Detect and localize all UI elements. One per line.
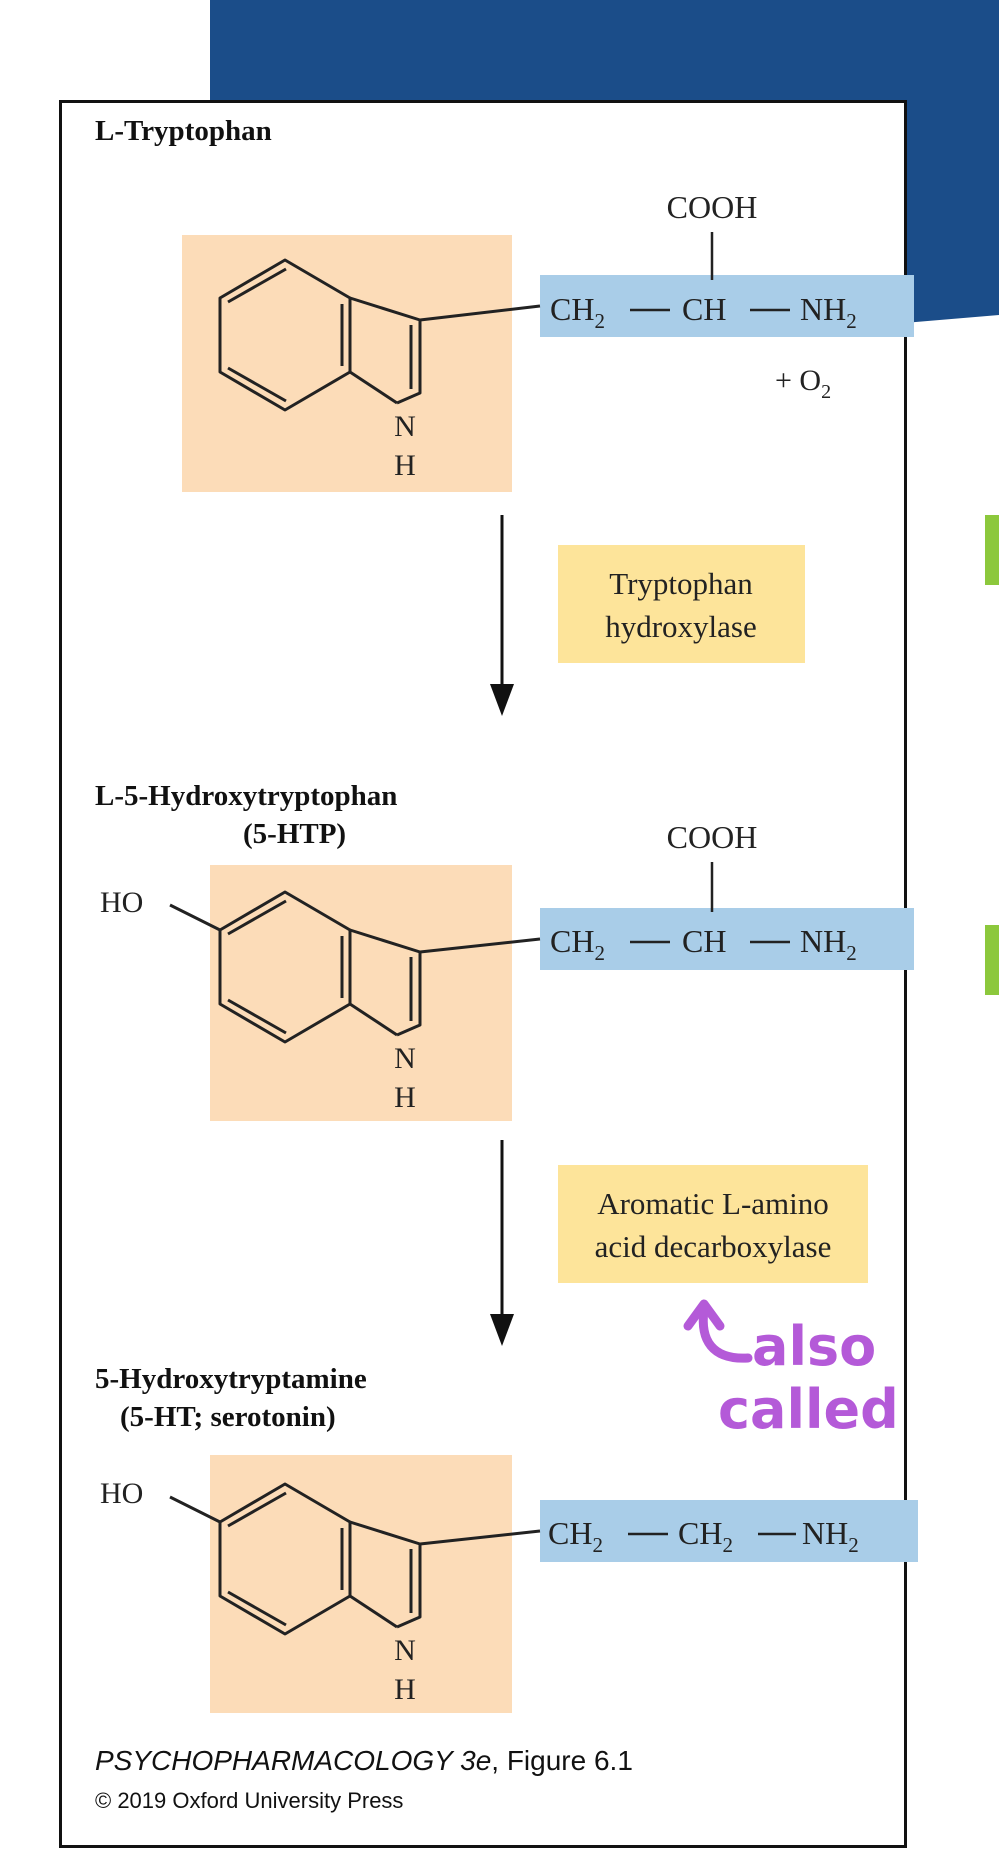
compound-name: L-Tryptophan [95,115,272,147]
chain-atom: NH2 [800,923,857,965]
enzyme-box [558,1165,868,1283]
caption-copyright: © 2019 Oxford University Press [95,1788,403,1813]
indole-ring [169,1482,541,1636]
compound-name: 5-Hydroxytryptamine [95,1363,367,1395]
reaction-arrow-1 [490,515,514,716]
enzyme-box [558,545,805,663]
enzyme-line-2: hydroxylase [605,609,757,644]
enzyme-aromatic-decarboxylase: Aromatic L-amino acid decarboxylase [558,1165,868,1283]
annotation-line-1: also [752,1315,876,1378]
ring-h-label: H [394,449,416,482]
slide-blue-banner [210,0,999,325]
enzyme-line-2: acid decarboxylase [595,1229,832,1264]
ring-n-label: N [394,1042,416,1075]
side-chain: CH2 CH2 NH2 [548,1515,859,1557]
enzyme-tryptophan-hydroxylase: Tryptophan hydroxylase [558,545,805,663]
side-chain: CH2 CH NH2 [550,923,857,965]
compound-abbrev: (5-HT; serotonin) [120,1401,336,1433]
chain-atom: NH2 [800,291,857,333]
compound-tryptophan: L-Tryptophan N H COOH CH2 CH NH2 + O2 [95,115,914,492]
figure-caption: PSYCHOPHARMACOLOGY 3e, Figure 6.1 © 2019… [95,1745,633,1813]
compound-5-htp: L-5-Hydroxytryptophan (5-HTP) HO N H COO… [95,780,914,1121]
compound-abbrev: (5-HTP) [243,818,346,850]
chain-box [540,275,914,337]
enzyme-line-1: Tryptophan [609,566,753,601]
indole-ring [218,258,541,412]
ring-h-label: H [394,1081,416,1114]
slide-green-bullet-2 [985,925,999,995]
ring-box [182,235,512,492]
caption-title: PSYCHOPHARMACOLOGY 3e, Figure 6.1 [95,1745,633,1776]
ring-n-label: N [394,410,416,443]
chain-atom: NH2 [802,1515,859,1557]
annotation-line-2: called [718,1378,899,1441]
substituent-ho: HO [100,886,143,919]
slide-green-bullet-1 [985,515,999,585]
ring-h-label: H [394,1673,416,1706]
indole-ring [169,890,541,1044]
slide-left-strip [0,0,210,100]
ring-box [210,1455,512,1713]
chain-atom: CH2 [678,1515,733,1557]
substituent-ho: HO [100,1477,143,1510]
handwritten-annotation: also called [683,1299,899,1441]
chain-atom: CH [682,923,726,959]
chain-atom: CH2 [548,1515,603,1557]
top-group-cooh: COOH [667,189,758,225]
chain-box [540,1500,918,1562]
chain-box [540,908,914,970]
reaction-arrow-2 [490,1140,514,1346]
enzyme-line-1: Aromatic L-amino [597,1186,829,1221]
ring-n-label: N [394,1634,416,1667]
chain-atom: CH2 [550,923,605,965]
side-chain: CH2 CH NH2 [550,291,857,333]
chain-atom: CH [682,291,726,327]
compound-name: L-5-Hydroxytryptophan [95,780,397,812]
top-group-cooh: COOH [667,819,758,855]
oxygen-reactant: + O2 [775,364,831,403]
chain-atom: CH2 [550,291,605,333]
annotation-arrowhead [683,1299,725,1331]
compound-serotonin: 5-Hydroxytryptamine (5-HT; serotonin) HO… [95,1363,918,1713]
annotation-arrow [698,1305,753,1363]
ring-box [210,865,512,1121]
